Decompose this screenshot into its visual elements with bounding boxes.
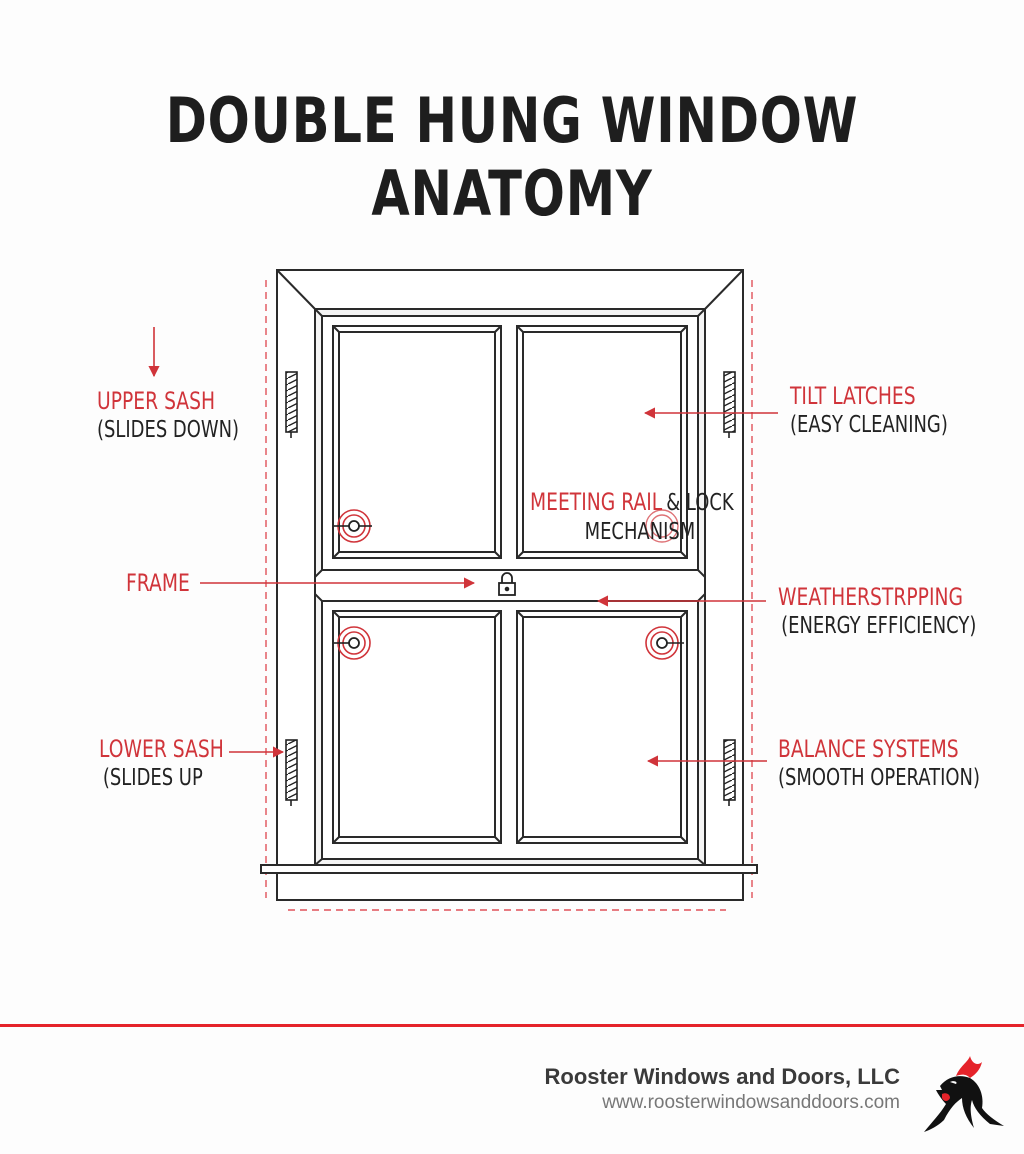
balance-systems-name: BALANCE SYSTEMS	[778, 735, 959, 763]
leader-arrows	[148, 327, 778, 767]
meeting-rail-suffix: & LOCK	[666, 490, 734, 516]
window-sill	[260, 864, 758, 874]
lock-icon	[498, 572, 516, 596]
rooster-logo-icon	[924, 1056, 1004, 1132]
balance-systems-desc: (SMOOTH OPERATION)	[778, 765, 980, 791]
label-upper-sash: UPPER SASH (SLIDES DOWN)	[97, 386, 239, 445]
window-diagram	[148, 269, 778, 911]
footer-divider	[0, 1024, 1024, 1027]
company-url[interactable]: www.roosterwindowsanddoors.com	[602, 1092, 900, 1113]
meeting-rail-name: MEETING RAIL	[530, 488, 663, 516]
frame-name: FRAME	[126, 569, 190, 597]
tilt-latches-desc: (EASY CLEANING)	[790, 412, 948, 438]
upper-sash-desc: (SLIDES DOWN)	[97, 417, 240, 443]
tilt-latch-markers	[334, 509, 684, 660]
balance-springs	[285, 371, 736, 806]
label-frame: FRAME	[126, 568, 190, 598]
weatherstripping-name: WEATHERSTRPPING	[778, 583, 963, 611]
meeting-rail-desc: MECHANISM	[584, 518, 696, 545]
lower-sash-name: LOWER SASH	[99, 735, 224, 763]
label-meeting-rail: MEETING RAIL & LOCK MECHANISM	[530, 487, 734, 547]
company-name: Rooster Windows and Doors, LLC	[544, 1064, 900, 1089]
upper-sash-name: UPPER SASH	[97, 387, 216, 415]
label-weatherstripping: WEATHERSTRPPING (ENERGY EFFICIENCY)	[778, 582, 976, 641]
label-lower-sash: LOWER SASH (SLIDES UP	[99, 734, 224, 793]
weatherstripping-desc: (ENERGY EFFICIENCY)	[781, 613, 977, 639]
page-title: DOUBLE HUNG WINDOW ANATOMY	[165, 84, 859, 230]
lower-sash-desc: (SLIDES UP	[102, 765, 203, 791]
label-tilt-latches: TILT LATCHES (EASY CLEANING)	[790, 381, 948, 440]
tilt-latches-name: TILT LATCHES	[790, 382, 916, 410]
label-balance-systems: BALANCE SYSTEMS (SMOOTH OPERATION)	[778, 734, 980, 793]
upper-sash	[332, 325, 688, 559]
lower-sash	[332, 610, 688, 844]
company-info: Rooster Windows and Doors, LLC www.roost…	[545, 1064, 900, 1114]
